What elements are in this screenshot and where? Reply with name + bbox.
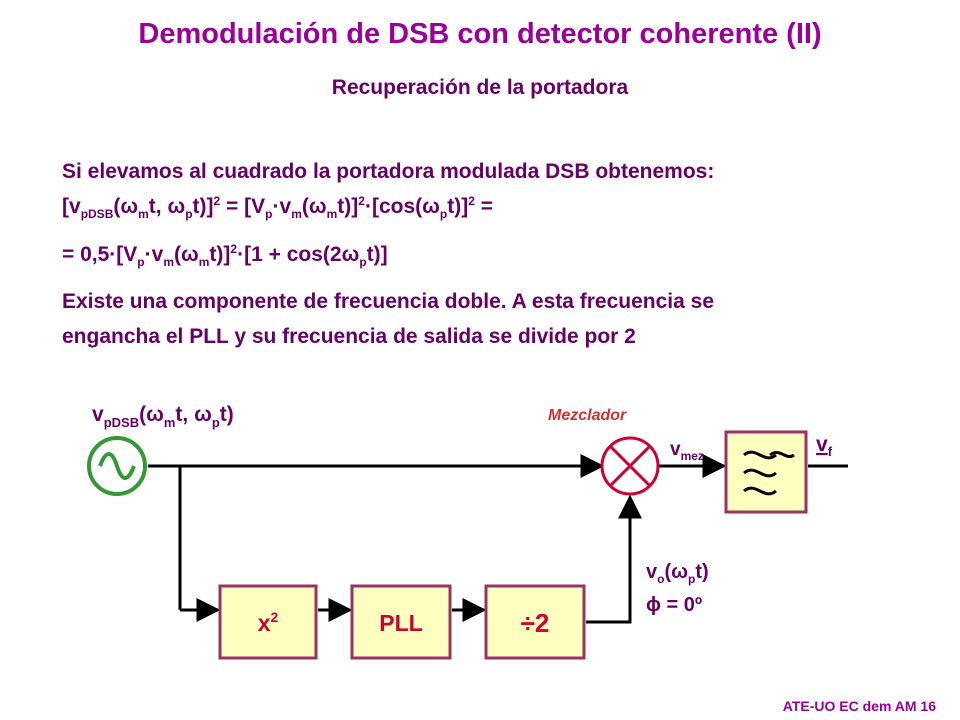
- oscillator-icon: [87, 436, 147, 496]
- square-block-label: x2: [258, 609, 279, 636]
- vo-label: vo(ωpt): [646, 561, 709, 586]
- equation-2: = 0,5·[Vp·vm(ωmt)]2·[1 + cos(2ωpt)]: [62, 242, 388, 270]
- wire-divider-to-mixer: [586, 494, 642, 624]
- mixer-icon: [600, 436, 660, 496]
- equation-1: [vpDSB(ωmt, ωpt)]2 = [Vp·vm(ωmt)]2·[cos(…: [62, 194, 493, 222]
- input-signal-label: vpDSB(ωmt, ωpt): [92, 403, 234, 430]
- vf-label: vf: [816, 433, 833, 459]
- mixer-label: Mezclador: [548, 407, 627, 424]
- slide-title: Demodulación de DSB con detector coheren…: [138, 18, 822, 50]
- body-paragraph-line-2: engancha el PLL y su frecuencia de salid…: [62, 325, 636, 348]
- pll-block-label: PLL: [379, 610, 422, 636]
- signal-wires: [148, 454, 848, 624]
- divider-block-label: ÷2: [521, 608, 550, 638]
- pll-block: [350, 584, 452, 660]
- filter-icon: [724, 430, 808, 514]
- body-line-1: Si elevamos al cuadrado la portadora mod…: [62, 160, 715, 183]
- vmez-label: vmez: [670, 439, 704, 463]
- phase-label: ϕ = 0º: [646, 594, 702, 616]
- body-paragraph-line-1: Existe una componente de frecuencia dobl…: [62, 290, 714, 313]
- slide-subtitle: Recuperación de la portadora: [331, 76, 629, 99]
- square-block: [218, 584, 318, 660]
- slide-footer: ATE-UO EC dem AM 16: [782, 698, 936, 714]
- divider-block: [484, 584, 586, 660]
